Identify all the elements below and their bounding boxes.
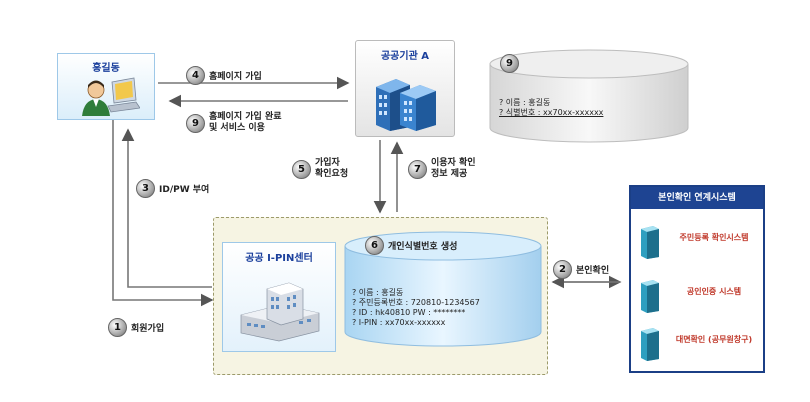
center-db-rrn: ? 주민등록번호 : 720810-1234567 — [352, 298, 480, 307]
step-9-line2: 및 서비스 이용 — [209, 123, 265, 133]
verify-system-title: 본인확인 연계시스템 — [631, 187, 763, 209]
server-icon-3 — [641, 328, 659, 361]
server-icon-1 — [641, 226, 659, 259]
step-7-line2: 정보 제공 — [431, 169, 468, 179]
user-box: 홍길동 — [57, 53, 155, 120]
ipin-center-box: 공공 I-PIN센터 — [222, 242, 336, 352]
center-db-ipin: ? I-PIN : xx70xx-xxxxxx — [352, 318, 446, 327]
step-5-line1: 가입자 — [315, 158, 340, 168]
verify-item-2: 공인인증 시스템 — [686, 287, 742, 296]
verify-item-1: 주민등록 확인시스템 — [679, 233, 749, 242]
step-1: 1 회원가입 — [108, 318, 164, 337]
step-1-label: 회원가입 — [131, 324, 165, 334]
step-8: 9 — [500, 54, 523, 73]
step-9: 9 홈페이지 가입 완료 및 서비스 이용 — [186, 112, 282, 134]
step-2-number: 2 — [553, 260, 572, 279]
step-9-number: 9 — [186, 113, 205, 133]
step-9-line1: 홈페이지 가입 완료 — [209, 112, 282, 122]
step-3: 3 ID/PW 부여 — [136, 179, 209, 198]
step-7-line1: 이용자 확인 — [431, 158, 476, 168]
user-name: 홍길동 — [92, 63, 120, 74]
center-name: 공공 I-PIN센터 — [245, 253, 313, 264]
user-laptop-icon — [82, 77, 140, 116]
step-5-line2: 확인요청 — [315, 169, 349, 179]
step-3-label: ID/PW 부여 — [159, 185, 210, 195]
step-6: 6 개인식별번호 생성 — [365, 236, 457, 255]
ipin-center-building-icon — [240, 282, 320, 342]
agency-db-name: ? 이름 : 홍길동 — [499, 98, 551, 107]
center-db-idpw: ? ID : hk40810 PW : ******** — [352, 308, 466, 317]
step-3-number: 3 — [136, 179, 155, 198]
step-7: 7 이용자 확인 정보 제공 — [408, 158, 476, 180]
agency-name: 공공기관 A — [380, 51, 430, 62]
step-4-number: 4 — [186, 66, 205, 85]
server-icon-2 — [641, 280, 659, 313]
center-db-cylinder — [344, 231, 542, 347]
step-6-number: 6 — [365, 236, 384, 255]
step-5: 5 가입자 확인요청 — [292, 158, 348, 180]
step-6-label: 개인식별번호 생성 — [388, 242, 458, 252]
agency-db-cylinder — [489, 49, 689, 143]
step-8-number: 9 — [500, 54, 519, 73]
step-1-number: 1 — [108, 318, 127, 337]
step-2: 2 본인확인 — [553, 260, 609, 279]
center-db-name: ? 이름 : 홍길동 — [352, 288, 404, 297]
step-2-label: 본인확인 — [576, 266, 610, 276]
agency-building-icon — [376, 79, 436, 131]
step-4-label: 홈페이지 가입 — [209, 72, 262, 82]
step-4: 4 홈페이지 가입 — [186, 66, 262, 85]
verify-system-panel: 본인확인 연계시스템 주민등록 확인시스템 공인인증 시스템 대면확인 (공무원… — [629, 185, 765, 373]
agency-db-id: ? 식별번호 : xx70xx-xxxxxx — [499, 108, 604, 117]
agency-box: 공공기관 A — [355, 40, 455, 137]
step-5-number: 5 — [292, 159, 311, 179]
step-7-number: 7 — [408, 159, 427, 179]
verify-item-3: 대면확인 (공무원창구) — [675, 335, 753, 344]
